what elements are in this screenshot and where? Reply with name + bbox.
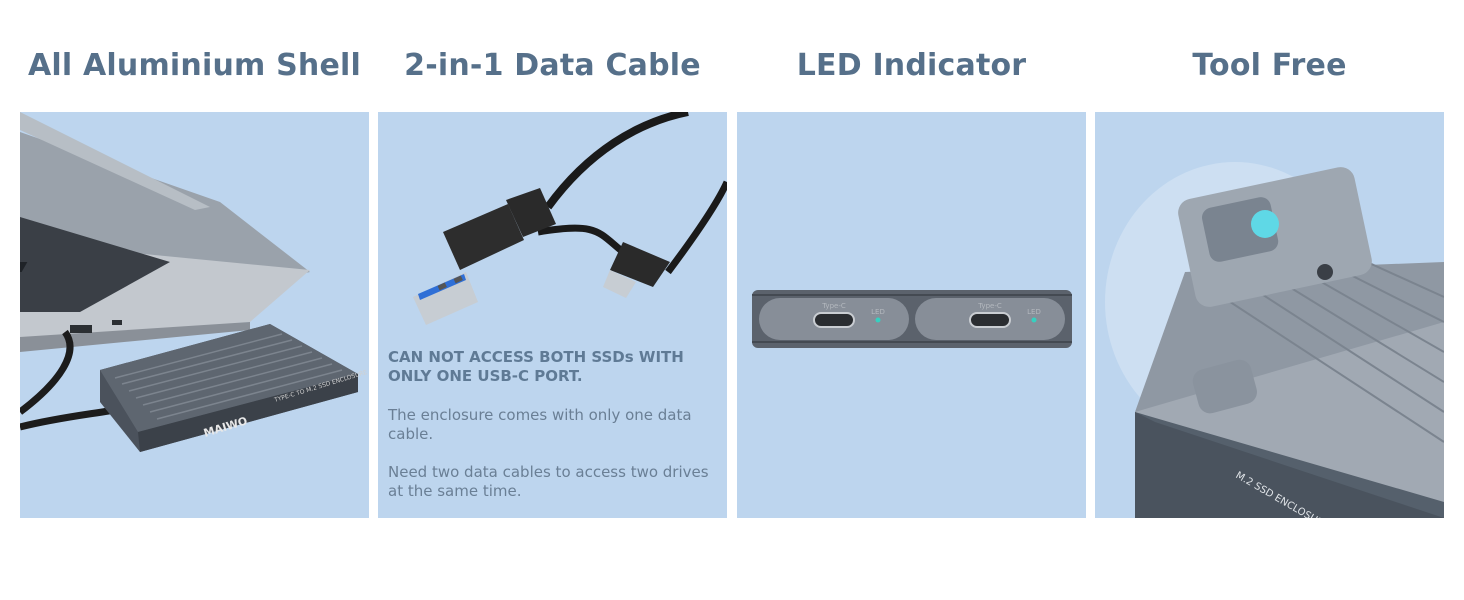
feature-title-data-cable: 2-in-1 Data Cable xyxy=(404,48,701,83)
led-light-icon xyxy=(1031,317,1037,323)
cable-illustration xyxy=(413,112,727,325)
laptop-enclosure-illustration: MAIWO TYPE-C TO M.2 SSD ENCLOSURE xyxy=(20,112,368,452)
port-label-right: Type-C xyxy=(977,302,1002,310)
feature-title-tool-free: Tool Free xyxy=(1192,48,1347,83)
tool-free-illustration: M.2 SSD ENCLOSURE xyxy=(1105,162,1444,518)
aluminium-shell-panel: MAIWO TYPE-C TO M.2 SSD ENCLOSURE xyxy=(20,112,369,518)
note-two-cables: Need two data cables to access two drive… xyxy=(388,463,709,500)
led-light-icon xyxy=(875,317,881,323)
note-one-cable: The enclosure comes with only one data c… xyxy=(388,406,692,443)
tool-free-panel: M.2 SSD ENCLOSURE xyxy=(1095,112,1444,518)
led-indicator-panel: Type-C Type-C LED LED xyxy=(737,112,1086,518)
led-label-left: LED xyxy=(871,308,885,316)
port-label-left: Type-C xyxy=(821,302,846,310)
feature-title-aluminium-shell: All Aluminium Shell xyxy=(27,48,361,83)
enclosure-ports-illustration: Type-C Type-C LED LED xyxy=(752,290,1072,348)
data-cable-panel: CAN NOT ACCESS BOTH SSDs WITH ONLY ONE U… xyxy=(378,112,727,518)
feature-title-led-indicator: LED Indicator xyxy=(796,48,1027,83)
warning-title: CAN NOT ACCESS BOTH SSDs WITH ONLY ONE U… xyxy=(388,348,684,385)
release-button-icon xyxy=(1251,210,1279,238)
led-label-right: LED xyxy=(1027,308,1041,316)
